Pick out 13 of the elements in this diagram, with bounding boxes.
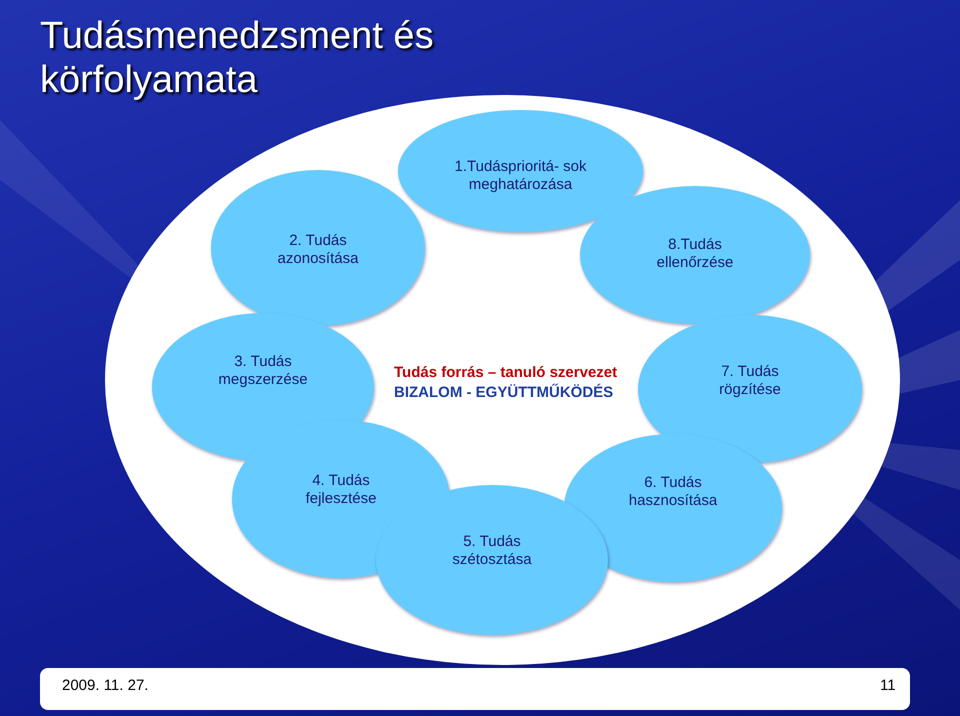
circle-label: 6. Tudás hasznosítása	[628, 474, 718, 510]
center-text: Tudás forrás – tanuló szervezet	[394, 364, 618, 381]
circle-label: 2. Tudás azonosítása	[276, 232, 360, 268]
circle-label: 3. Tudás megszerzése	[217, 353, 309, 389]
slide-title: Tudásmenedzsment és körfolyamata	[40, 14, 435, 102]
page-number: 11	[880, 677, 896, 694]
circle-label: 1.Tudásprioritá- sok meghatározása	[454, 158, 586, 194]
circle-label: 7. Tudás rögzítése	[718, 363, 782, 399]
circle-label: 4. Tudás fejlesztése	[304, 472, 378, 508]
circle-label: 5. Tudás szétosztása	[451, 533, 533, 569]
date-text: 2009. 11. 27.	[62, 677, 148, 694]
circle-label: 8.Tudás ellenőrzése	[656, 236, 734, 272]
center-text: BIZALOM - EGYÜTTMŰKÖDÉS	[394, 384, 614, 401]
